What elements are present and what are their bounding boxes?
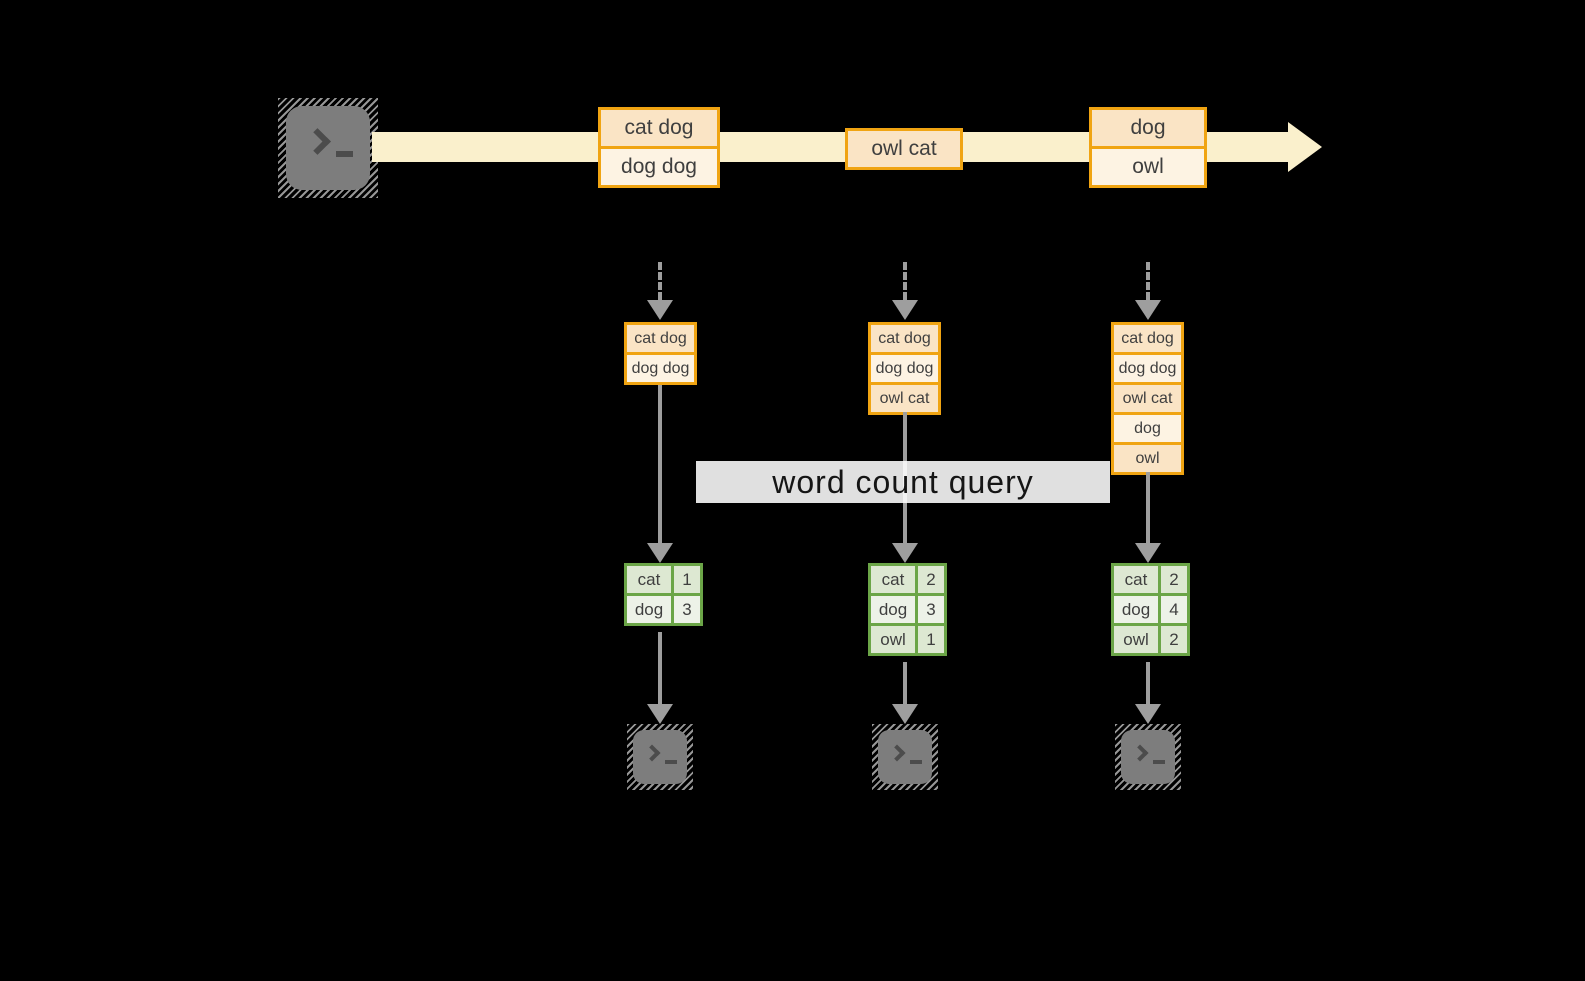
output-arrow-1	[658, 632, 662, 704]
query-label: word count query	[772, 463, 1034, 500]
terminal-screen	[1121, 730, 1175, 784]
count-cell: 3	[926, 600, 936, 619]
count-table-1: cat 1 dog 3	[624, 563, 703, 626]
buffer-row: owl cat	[868, 382, 941, 415]
source-terminal-icon	[278, 98, 378, 198]
event-row: owl	[1092, 146, 1204, 185]
terminal-prompt-icon	[1131, 744, 1149, 762]
buffer-row: cat dog	[868, 322, 941, 355]
count-cell: 1	[682, 570, 692, 589]
event-box-1: cat dog dog dog	[598, 107, 720, 188]
terminal-cursor-icon	[910, 760, 922, 764]
event-box-2: owl cat	[845, 128, 963, 170]
word-cell: dog	[627, 596, 674, 623]
buffer-row: dog dog	[624, 352, 697, 385]
ingest-arrow-1	[658, 262, 662, 300]
buffer-row: dog dog	[868, 352, 941, 385]
ingest-arrowhead-icon	[647, 300, 673, 320]
word-cell: owl	[871, 626, 918, 653]
count-row: dog 4	[1114, 593, 1187, 623]
terminal-screen	[286, 106, 370, 190]
terminal-prompt-icon	[888, 744, 906, 762]
terminal-cursor-icon	[665, 760, 677, 764]
sink-terminal-icon-1	[627, 724, 693, 790]
event-box-3: dog owl	[1089, 107, 1207, 188]
buffer-row: dog dog	[1111, 352, 1184, 385]
buffer-row: owl cat	[1111, 382, 1184, 415]
output-arrowhead-icon	[892, 704, 918, 724]
count-row: cat 2	[871, 566, 944, 593]
output-arrowhead-icon	[1135, 704, 1161, 724]
output-arrow-2	[903, 662, 907, 704]
count-table-3: cat 2 dog 4 owl 2	[1111, 563, 1190, 656]
word-cell: cat	[1114, 566, 1161, 593]
sink-terminal-icon-3	[1115, 724, 1181, 790]
event-row: owl cat	[848, 131, 960, 167]
count-cell: 1	[926, 630, 936, 649]
count-row: dog 3	[627, 593, 700, 623]
terminal-cursor-icon	[336, 151, 353, 157]
count-cell: 2	[1169, 570, 1179, 589]
word-cell: dog	[871, 596, 918, 623]
buffer-row: cat dog	[624, 322, 697, 355]
word-cell: cat	[627, 566, 674, 593]
count-cell: 2	[1169, 630, 1179, 649]
event-row: dog dog	[601, 146, 717, 185]
ingest-arrow-3	[1146, 262, 1150, 300]
terminal-screen	[878, 730, 932, 784]
terminal-cursor-icon	[1153, 760, 1165, 764]
count-cell: 3	[682, 600, 692, 619]
sink-terminal-icon-2	[872, 724, 938, 790]
count-cell: 2	[926, 570, 936, 589]
buffer-row: owl	[1111, 442, 1184, 475]
word-cell: cat	[871, 566, 918, 593]
buffer-stack-2: cat dog dog dog owl cat	[868, 322, 941, 415]
terminal-prompt-icon	[304, 128, 331, 155]
buffer-row: cat dog	[1111, 322, 1184, 355]
buffer-stack-3: cat dog dog dog owl cat dog owl	[1111, 322, 1184, 475]
event-row: dog	[1092, 110, 1204, 146]
count-cell: 4	[1169, 600, 1179, 619]
word-cell: owl	[1114, 626, 1161, 653]
ingest-arrowhead-icon	[1135, 300, 1161, 320]
count-row: owl 2	[1114, 623, 1187, 653]
output-arrowhead-icon	[647, 704, 673, 724]
query-banner: word count query	[696, 461, 1110, 503]
count-row: dog 3	[871, 593, 944, 623]
buffer-row: dog	[1111, 412, 1184, 445]
process-arrow-3	[1146, 472, 1150, 543]
stream-arrowhead-icon	[1288, 122, 1322, 172]
terminal-screen	[633, 730, 687, 784]
ingest-arrow-2	[903, 262, 907, 300]
process-arrowhead-icon	[647, 543, 673, 563]
word-cell: dog	[1114, 596, 1161, 623]
count-row: owl 1	[871, 623, 944, 653]
output-arrow-3	[1146, 662, 1150, 704]
process-arrow-1	[658, 385, 662, 543]
process-arrowhead-icon	[892, 543, 918, 563]
count-table-2: cat 2 dog 3 owl 1	[868, 563, 947, 656]
event-row: cat dog	[601, 110, 717, 146]
process-arrowhead-icon	[1135, 543, 1161, 563]
terminal-prompt-icon	[643, 744, 661, 762]
buffer-stack-1: cat dog dog dog	[624, 322, 697, 385]
count-row: cat 2	[1114, 566, 1187, 593]
ingest-arrowhead-icon	[892, 300, 918, 320]
count-row: cat 1	[627, 566, 700, 593]
